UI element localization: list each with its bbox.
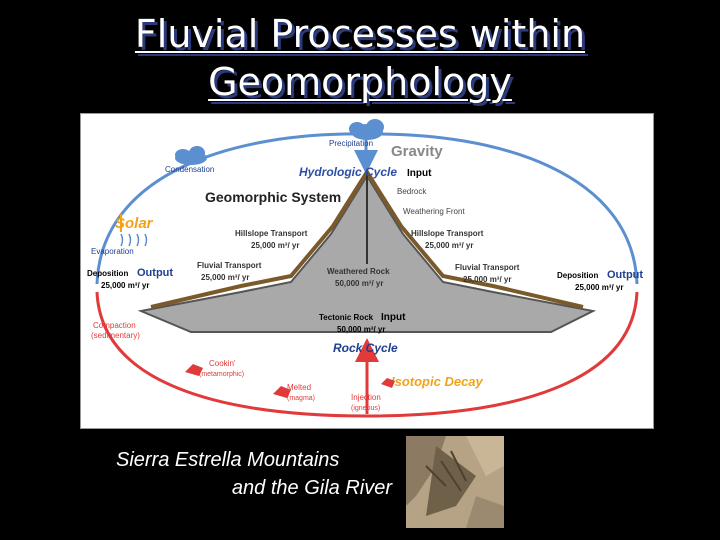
geomorphic-system-label: Geomorphic System bbox=[205, 189, 341, 205]
cookin-sub-label: (metamorphic) bbox=[199, 371, 244, 378]
input-tectonic-label: Input bbox=[381, 312, 406, 323]
solar-label: Solar bbox=[115, 215, 154, 232]
caption-line-2: and the Gila River bbox=[231, 477, 392, 499]
fluvial-left-value: 25,000 m³/ yr bbox=[201, 273, 249, 282]
fluvial-right-value: 25,000 m³/ yr bbox=[463, 275, 511, 284]
melted-sub-label: (magma) bbox=[287, 395, 315, 402]
tectonic-rock-label: Tectonic Rock bbox=[319, 313, 374, 322]
condensation-cloud-icon bbox=[175, 146, 207, 165]
compaction-sub-label: (sedimentary) bbox=[91, 331, 140, 340]
geomorphic-system-diagram: Precipitation Gravity Condensation Hydro… bbox=[80, 113, 654, 429]
evaporation-label: Evaporation bbox=[91, 247, 134, 256]
bedrock-label: Bedrock bbox=[397, 187, 427, 196]
deposition-right-label: Deposition bbox=[557, 271, 598, 280]
rock-cycle-arc-right bbox=[366, 291, 639, 418]
deposition-right-value: 25,000 m³/ yr bbox=[575, 283, 623, 292]
weathered-rock-value: 50,000 m³/ yr bbox=[335, 279, 383, 288]
injection-sub-label: (igneous) bbox=[351, 405, 380, 412]
precipitation-label: Precipitation bbox=[329, 139, 373, 148]
isotopic-rock-icon bbox=[381, 378, 395, 388]
weathered-rock-label: Weathered Rock bbox=[327, 267, 390, 276]
output-right-label: Output bbox=[607, 269, 643, 281]
melted-rock-icon bbox=[273, 386, 291, 398]
cookin-rock-icon bbox=[185, 364, 203, 376]
condensation-label: Condensation bbox=[165, 165, 214, 174]
rock-cycle-label: Rock Cycle bbox=[333, 341, 398, 355]
tectonic-value: 50,000 m³/ yr bbox=[337, 325, 385, 334]
satellite-photo bbox=[406, 436, 504, 528]
hillslope-right-label: Hillslope Transport bbox=[411, 229, 484, 238]
input-top-label: Input bbox=[407, 168, 432, 179]
hydrologic-arc-right bbox=[365, 132, 639, 285]
rock-cycle-arc-left bbox=[95, 291, 368, 418]
cookin-label: Cookin' bbox=[209, 359, 236, 368]
precipitation-cloud-icon bbox=[349, 119, 384, 140]
title-line-2: Geomorphology bbox=[208, 60, 512, 104]
hillslope-right-value: 25,000 m³/ yr bbox=[425, 241, 473, 250]
melted-label: Melted bbox=[287, 383, 311, 392]
slide-title: Fluvial Processes within Geomorphology bbox=[0, 10, 720, 106]
title-line-1: Fluvial Processes within bbox=[134, 12, 586, 56]
output-left-label: Output bbox=[137, 267, 173, 279]
fluvial-left-label: Fluvial Transport bbox=[197, 261, 262, 270]
fluvial-right-label: Fluvial Transport bbox=[455, 263, 520, 272]
injection-label: Injection bbox=[351, 393, 381, 402]
hydrologic-cycle-label: Hydrologic Cycle bbox=[299, 165, 397, 179]
caption-line-1: Sierra Estrella Mountains bbox=[116, 449, 340, 471]
hillslope-left-label: Hillslope Transport bbox=[235, 229, 308, 238]
compaction-label: Compaction bbox=[93, 321, 136, 330]
deposition-left-value: 25,000 m³/ yr bbox=[101, 281, 149, 290]
weathering-front-label: Weathering Front bbox=[403, 207, 465, 216]
deposition-left-label: Deposition bbox=[87, 269, 128, 278]
hillslope-left-value: 25,000 m³/ yr bbox=[251, 241, 299, 250]
hydrologic-arc-left bbox=[95, 132, 367, 285]
isotopic-decay-label: Isotopic Decay bbox=[391, 374, 484, 389]
gravity-label: Gravity bbox=[391, 143, 443, 160]
photo-caption: Sierra Estrella Mountains and the Gila R… bbox=[112, 446, 392, 502]
evaporation-arrows-icon bbox=[120, 233, 148, 247]
